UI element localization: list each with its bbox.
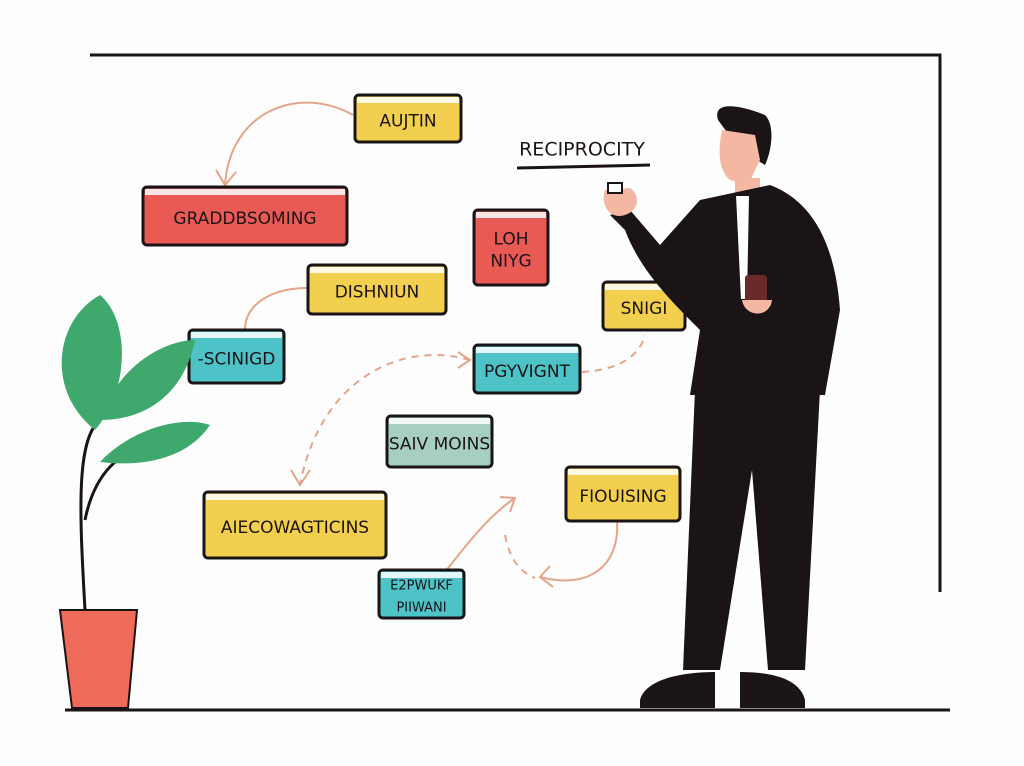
node-box bbox=[141, 185, 349, 247]
node-scinigd: -SCINIGD bbox=[187, 328, 286, 385]
node-box bbox=[202, 490, 388, 560]
presenter-man bbox=[603, 106, 840, 708]
shoe bbox=[740, 672, 805, 708]
node-label: SNIGI bbox=[621, 299, 668, 319]
node-label: DISHNIUN bbox=[335, 283, 420, 303]
leaf bbox=[100, 340, 195, 420]
whiteboard-edge bbox=[90, 53, 942, 592]
node-graddbsoming: GRADDBSOMING bbox=[141, 185, 349, 247]
node-highlight bbox=[605, 284, 683, 290]
node-box bbox=[564, 465, 682, 523]
node-label: SAIV MOINS bbox=[389, 435, 490, 455]
node-highlight bbox=[206, 494, 384, 500]
node-label: FIOUISING bbox=[579, 487, 666, 507]
trousers bbox=[683, 390, 820, 670]
node-label: E2PWUKF bbox=[390, 579, 453, 594]
node-e2pwuff: E2PWUKF PIIWANI bbox=[377, 568, 466, 620]
node-box bbox=[472, 208, 550, 287]
node-box bbox=[472, 343, 582, 395]
leaf bbox=[100, 421, 210, 464]
node-label: -SCINIGD bbox=[198, 350, 276, 370]
node-highlight bbox=[476, 347, 578, 353]
marker bbox=[607, 182, 623, 194]
node-highlight bbox=[381, 572, 462, 578]
shoe bbox=[640, 672, 715, 708]
node-highlight bbox=[389, 418, 490, 424]
potted-plant bbox=[58, 295, 210, 709]
node-aujtin: AUJTIN bbox=[353, 93, 463, 144]
node-label: LOH bbox=[493, 230, 528, 250]
connector-arrows bbox=[215, 101, 646, 588]
hand-with-marker bbox=[603, 188, 637, 216]
node-highlight bbox=[476, 212, 546, 218]
node-label: NIYG bbox=[490, 252, 531, 272]
node-box bbox=[385, 414, 494, 469]
node-snigi: SNIGI bbox=[601, 280, 687, 332]
leaf bbox=[61, 295, 122, 430]
suit-jacket bbox=[610, 185, 840, 395]
node-box bbox=[353, 93, 463, 144]
node-highlight bbox=[310, 267, 444, 273]
face bbox=[719, 130, 760, 185]
node-box bbox=[377, 568, 466, 620]
node-highlight bbox=[145, 189, 345, 195]
node-label: PIIWANI bbox=[396, 601, 446, 616]
node-aiecowagticins: AIECOWAGTICINS bbox=[202, 490, 388, 560]
phone bbox=[745, 275, 767, 305]
plant-pot bbox=[58, 609, 139, 709]
node-label: AUJTIN bbox=[379, 112, 436, 132]
node-label: AIECOWAGTICINS bbox=[221, 518, 369, 538]
node-pgyvignt: PGYVIGNT bbox=[472, 343, 582, 395]
node-dishniun: DISHNIUN bbox=[306, 263, 448, 316]
node-highlight bbox=[191, 332, 282, 338]
node-fiouising: FIOUISING bbox=[564, 465, 682, 523]
node-label: PGYVIGNT bbox=[484, 362, 570, 382]
node-highlight bbox=[357, 97, 459, 103]
heading-underline bbox=[516, 163, 651, 170]
reciprocity-heading: RECIPROCITY bbox=[519, 139, 645, 161]
node-highlight bbox=[568, 469, 678, 475]
node-box bbox=[306, 263, 448, 316]
node-saiv-moins: SAIV MOINS bbox=[385, 414, 494, 469]
node-label: GRADDBSOMING bbox=[173, 209, 316, 229]
